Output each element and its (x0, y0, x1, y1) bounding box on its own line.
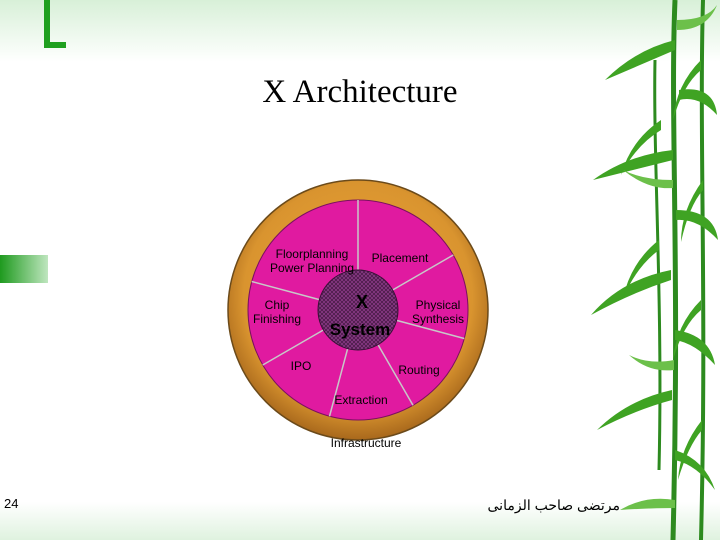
segment-label-extraction: Extraction (334, 393, 387, 407)
core-label-x: X (356, 292, 368, 312)
segment-label-chip: Chip (265, 298, 290, 312)
segment-label-routing: Routing (398, 363, 439, 377)
outer-ring-label: Infrastructure (331, 436, 402, 450)
segment-label-finishing: Finishing (253, 312, 301, 326)
page-number: 24 (4, 496, 18, 511)
segment-label-floorplanning: Floorplanning (276, 247, 349, 261)
core-label-system: System (330, 320, 390, 339)
segment-label-power-planning: Power Planning (270, 261, 354, 275)
segment-label-ipo: IPO (291, 359, 312, 373)
segment-label-physical: Physical (416, 298, 461, 312)
author-name: مرتضى صاحب الزمانى (470, 497, 620, 514)
segment-label-synthesis: Synthesis (412, 312, 464, 326)
segment-label-placement: Placement (372, 251, 429, 265)
